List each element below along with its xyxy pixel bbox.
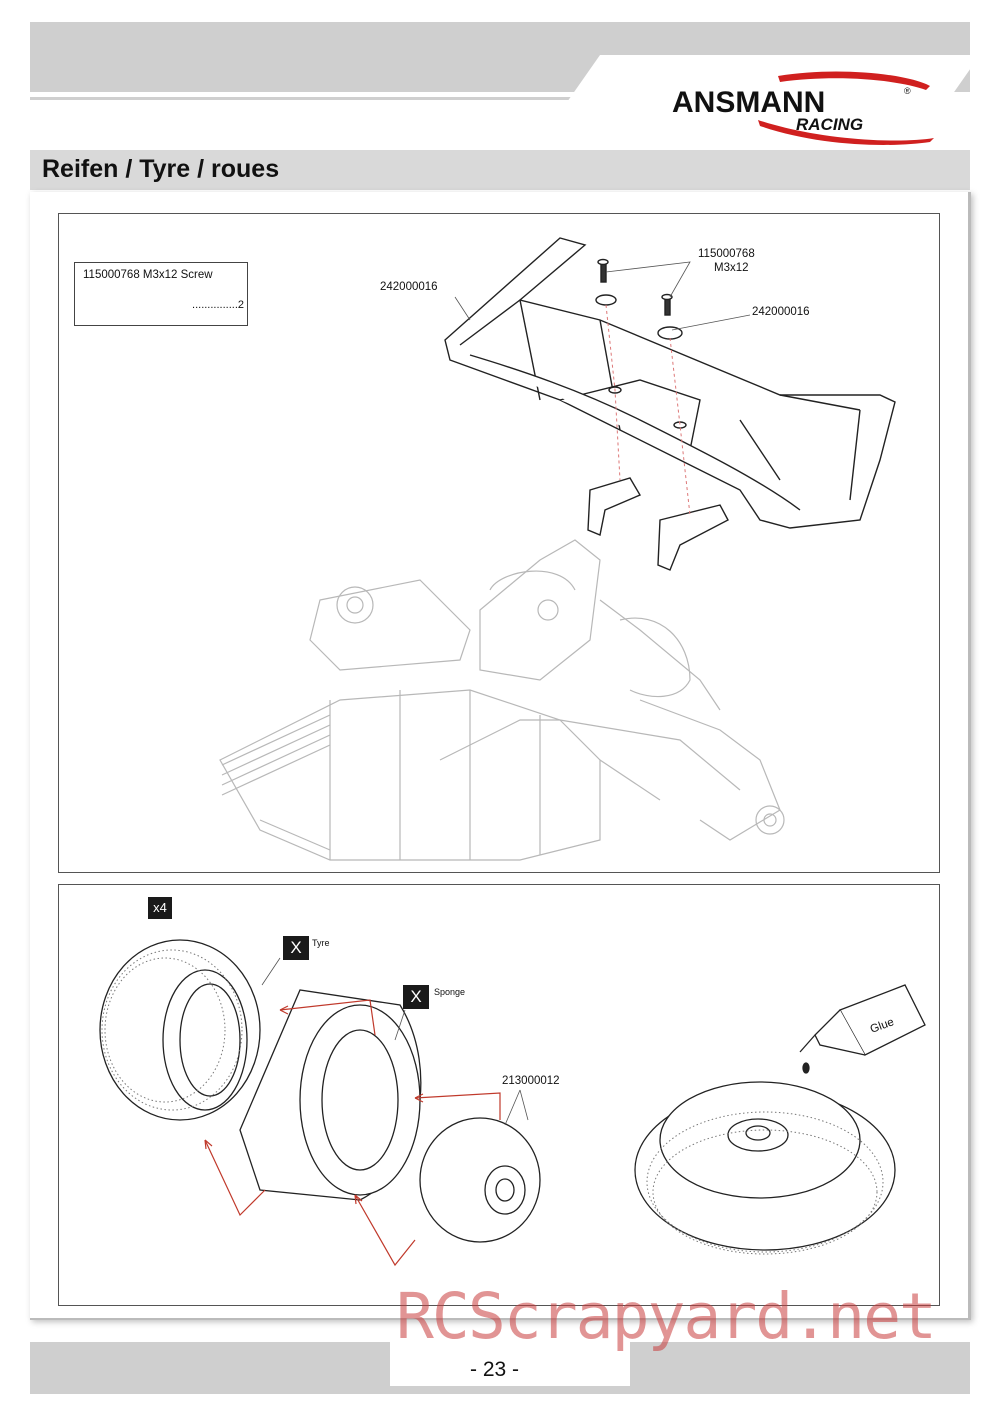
- logo-registered-mark: ®: [904, 86, 911, 96]
- rear-wing-drawing: [444, 237, 896, 571]
- callout-screw-size: M3x12: [714, 262, 749, 274]
- tyre-label: Tyre: [312, 938, 330, 948]
- sponge-label: Sponge: [434, 987, 466, 997]
- section-bar: [30, 150, 970, 190]
- logo-racing-text: RACING: [796, 115, 863, 134]
- watermark: RCScrapyard.net: [396, 1280, 937, 1353]
- tyre-mark: X: [283, 936, 309, 960]
- chassis-ghost-drawing: [219, 539, 785, 861]
- footer-cutout: [390, 1330, 630, 1386]
- page-number: - 23 -: [470, 1358, 520, 1381]
- legend-label: 115000768 M3x12 Screw: [83, 269, 213, 281]
- tyre-leader-lines: [261, 957, 529, 1126]
- content-frame: [30, 192, 971, 1320]
- quantity-badge: x4: [148, 897, 172, 919]
- alignment-guides: [605, 304, 691, 516]
- tyre-exploded-drawing: [99, 939, 926, 1251]
- section-title: Reifen / Tyre / roues: [42, 155, 280, 183]
- legend-quantity: ...............2: [192, 299, 244, 311]
- callout-wing-right: 242000016: [752, 306, 810, 318]
- hardware-legend-box: 115000768 M3x12 Screw ...............2: [74, 262, 248, 326]
- assembly-arrows: [204, 999, 501, 1267]
- callout-wing-left: 242000016: [380, 281, 438, 293]
- tread-pattern: [101, 949, 884, 1255]
- leader-lines: [454, 261, 751, 331]
- header-rule: [30, 97, 610, 100]
- callout-screw-part: 115000768: [698, 248, 755, 260]
- ansmann-racing-logo: ANSMANN ® RACING: [672, 71, 934, 145]
- callout-rim: 213000012: [502, 1075, 560, 1087]
- logo-brand-text: ANSMANN: [672, 86, 825, 119]
- sponge-mark: X: [403, 985, 429, 1009]
